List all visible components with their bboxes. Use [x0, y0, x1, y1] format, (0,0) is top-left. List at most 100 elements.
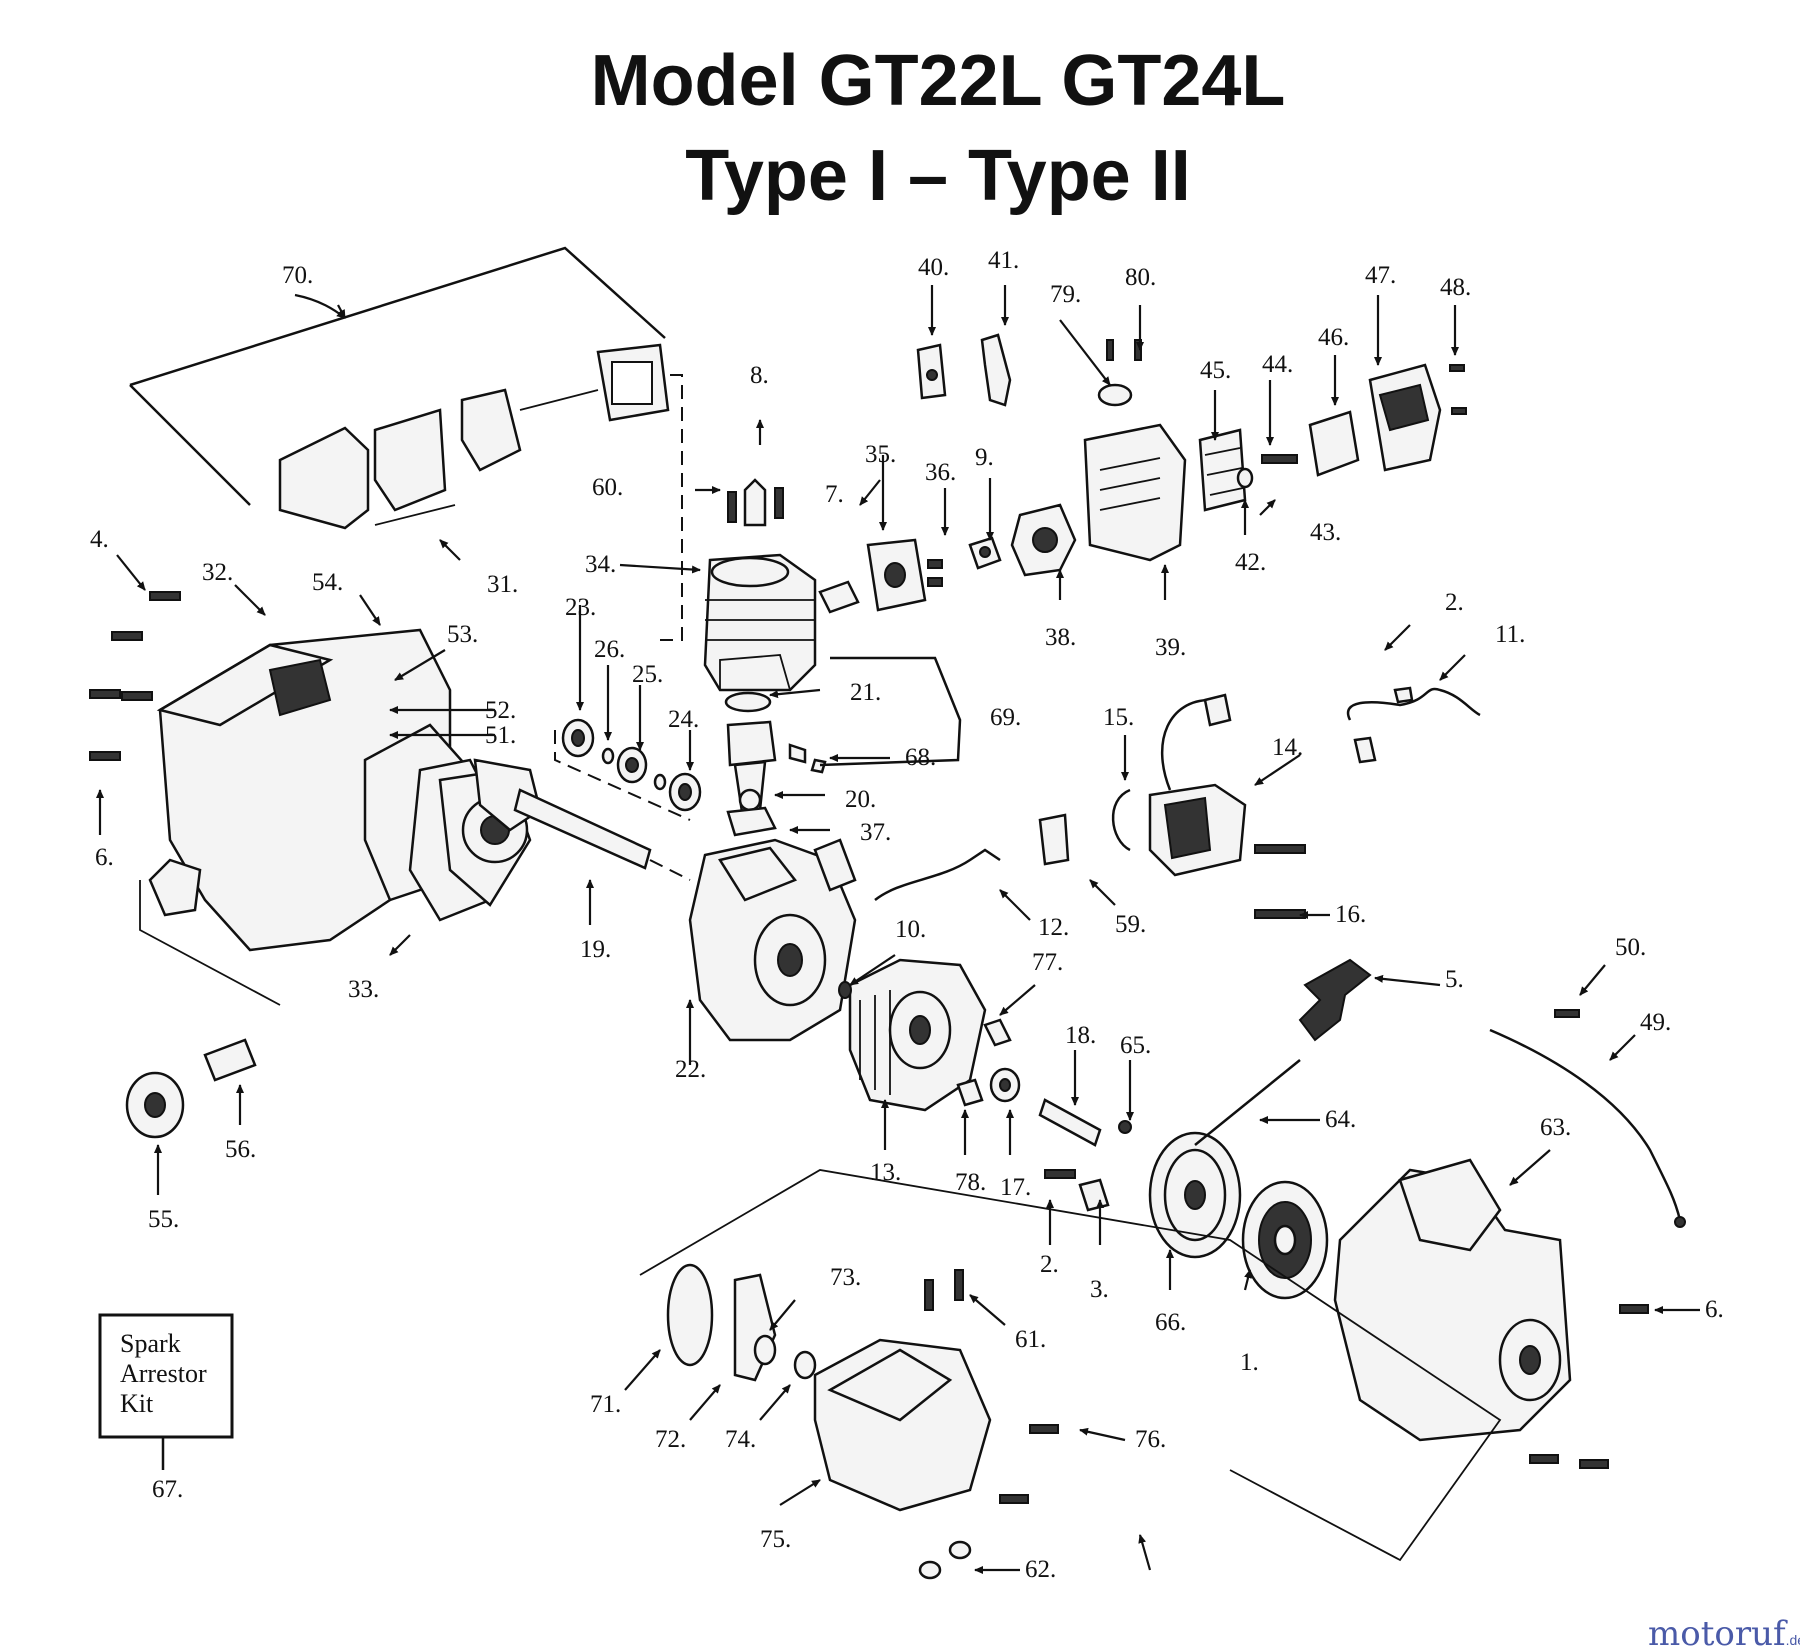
label-7: 7. — [825, 481, 844, 508]
label-56: 56. — [225, 1136, 256, 1163]
label-75: 75. — [760, 1526, 791, 1553]
label-80: 80. — [1125, 264, 1156, 291]
label-61: 61. — [1015, 1326, 1046, 1353]
label-62: 62. — [1025, 1556, 1056, 1583]
label-8: 8. — [750, 362, 769, 389]
label-19: 19. — [580, 936, 611, 963]
throttle-cable — [1489, 1009, 1686, 1228]
label-72: 72. — [655, 1426, 686, 1453]
label-33: 33. — [348, 976, 379, 1003]
label-55: 55. — [148, 1206, 179, 1233]
label-6: 6. — [95, 844, 114, 871]
label-54: 54. — [312, 569, 343, 596]
watermark: motoruf.de — [1648, 1614, 1800, 1650]
ignition-module — [1111, 693, 1306, 919]
label-69: 69. — [990, 704, 1021, 731]
label-51: 51. — [485, 722, 516, 749]
label-2-bottom: 2. — [1040, 1251, 1059, 1278]
kit-line2: Arrestor — [120, 1359, 207, 1388]
label-41: 41. — [988, 247, 1019, 274]
spark-arrestor-kit-box: Spark Arrestor Kit — [98, 1313, 234, 1470]
label-53: 53. — [447, 621, 478, 648]
label-17: 17. — [1000, 1174, 1031, 1201]
switch-part — [874, 813, 1070, 901]
intake-parts — [818, 536, 1002, 614]
fan-housing — [1333, 1158, 1649, 1469]
label-78: 78. — [955, 1169, 986, 1196]
label-42: 42. — [1235, 549, 1266, 576]
starter-pulley — [1044, 958, 1372, 1300]
label-25: 25. — [632, 661, 663, 688]
label-52: 52. — [485, 697, 516, 724]
label-20: 20. — [845, 786, 876, 813]
crankcase — [688, 838, 857, 1042]
label-3: 3. — [1090, 1276, 1109, 1303]
piston-assembly — [724, 691, 827, 837]
label-16: 16. — [1335, 901, 1366, 928]
label-71: 71. — [590, 1391, 621, 1418]
label-26: 26. — [594, 636, 625, 663]
air-filter-assembly — [129, 246, 683, 641]
label-14: 14. — [1272, 734, 1303, 761]
label-32: 32. — [202, 559, 233, 586]
label-50: 50. — [1615, 934, 1646, 961]
watermark-suffix: .de — [1786, 1632, 1800, 1648]
air-filter-right — [1198, 363, 1467, 512]
wire-harness — [1346, 686, 1481, 764]
label-64: 64. — [1325, 1106, 1356, 1133]
label-5: 5. — [1445, 966, 1464, 993]
callout-labels: 70. 31. 4. 32. 54. 53. 52. 51. 6. 33. 19… — [90, 247, 1724, 1583]
kit-line1: Spark — [120, 1329, 181, 1358]
label-34: 34. — [585, 551, 616, 578]
label-68: 68. — [905, 744, 936, 771]
housing-bolts — [89, 591, 181, 761]
label-60: 60. — [592, 474, 623, 501]
label-76: 76. — [1135, 1426, 1166, 1453]
label-22: 22. — [675, 1056, 706, 1083]
carburetor — [1010, 339, 1187, 577]
label-73: 73. — [830, 1264, 861, 1291]
label-59: 59. — [1115, 911, 1146, 938]
label-45: 45. — [1200, 357, 1231, 384]
label-63: 63. — [1540, 1114, 1571, 1141]
muffler-parts — [125, 880, 281, 1139]
label-39: 39. — [1155, 634, 1186, 661]
crankshaft — [473, 758, 691, 881]
diagram-title-line1: Model GT22L GT24L — [591, 41, 1286, 121]
label-37: 37. — [860, 819, 891, 846]
label-79: 79. — [1050, 281, 1081, 308]
label-38: 38. — [1045, 624, 1076, 651]
bearings-seals — [554, 718, 702, 821]
label-1: 1. — [1240, 1349, 1259, 1376]
label-35: 35. — [865, 441, 896, 468]
diagram-title-line2: Type I – Type II — [685, 136, 1190, 216]
flywheel — [838, 958, 987, 1112]
watermark-brand: motoruf — [1648, 1614, 1788, 1650]
label-24: 24. — [668, 706, 699, 733]
leader-arrows — [96, 285, 1700, 1574]
label-66: 66. — [1155, 1309, 1186, 1336]
label-13: 13. — [870, 1159, 901, 1186]
label-67: 67. — [152, 1476, 183, 1503]
label-44: 44. — [1262, 351, 1293, 378]
label-6-right: 6. — [1705, 1296, 1724, 1323]
label-11: 11. — [1495, 621, 1525, 648]
label-10: 10. — [895, 916, 926, 943]
label-48: 48. — [1440, 274, 1471, 301]
bracket-69 — [819, 656, 962, 767]
clutch-housing — [639, 1169, 1502, 1580]
label-74: 74. — [725, 1426, 756, 1453]
kit-line3: Kit — [120, 1389, 154, 1418]
label-12: 12. — [1038, 914, 1069, 941]
label-47: 47. — [1365, 262, 1396, 289]
label-4: 4. — [90, 526, 109, 553]
label-31: 31. — [487, 571, 518, 598]
label-9: 9. — [975, 444, 994, 471]
starter-pawls — [956, 1018, 1132, 1147]
label-49: 49. — [1640, 1009, 1671, 1036]
label-18: 18. — [1065, 1022, 1096, 1049]
label-40: 40. — [918, 254, 949, 281]
label-46: 46. — [1318, 324, 1349, 351]
small-plates — [916, 333, 1012, 407]
